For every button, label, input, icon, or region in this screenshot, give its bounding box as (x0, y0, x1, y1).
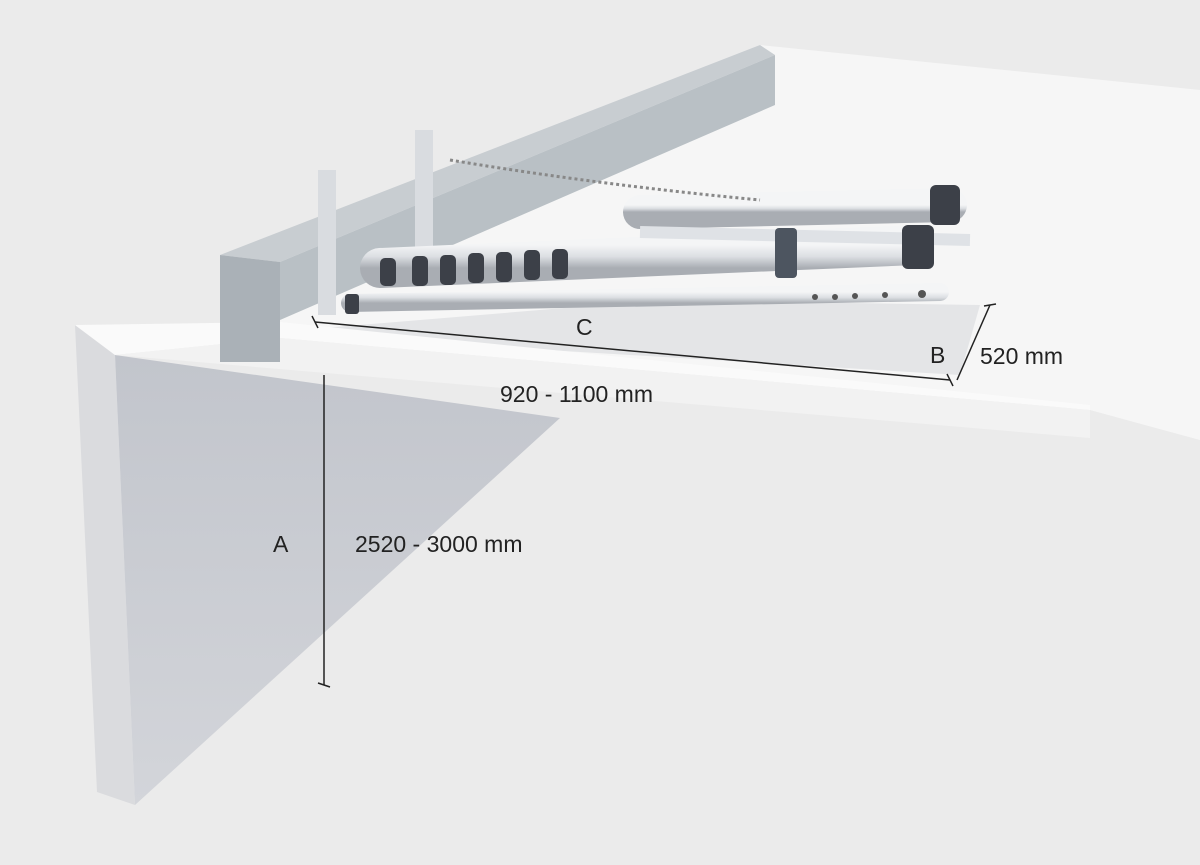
b-dimension-value: 520 mm (980, 343, 1064, 369)
frame-box-front (220, 255, 280, 362)
wall-side (75, 325, 135, 805)
label-c: C (576, 314, 593, 340)
frame-box-top (220, 45, 775, 262)
label-b: B (930, 342, 946, 368)
wall-face (115, 355, 560, 805)
c-dimension-value: 920 - 1100 mm (500, 381, 653, 407)
dimension-lines (311, 303, 997, 688)
end-cap (930, 185, 960, 225)
end-cap (902, 225, 934, 269)
strap (775, 228, 797, 278)
slab-top-edge (75, 322, 1090, 410)
bracket (415, 130, 433, 250)
ladder-tubes (341, 158, 971, 314)
a-dimension-value: 2520 - 3000 mm (355, 531, 523, 557)
bracket (318, 170, 336, 315)
label-a: A (273, 531, 289, 557)
opening (300, 300, 980, 375)
slab-front-edge (115, 338, 1090, 438)
